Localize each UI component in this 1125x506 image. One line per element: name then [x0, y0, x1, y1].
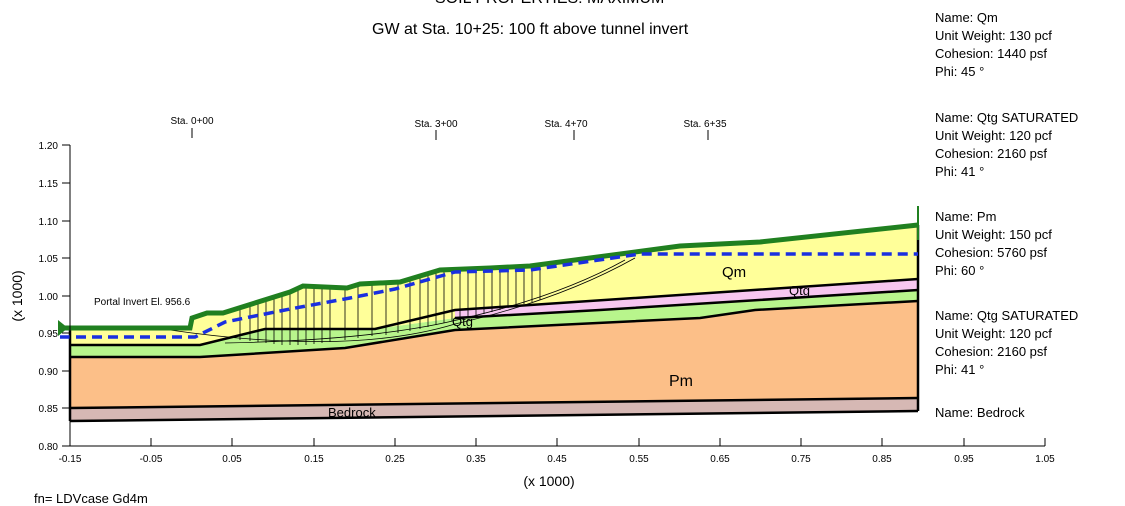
- soil-properties-qtg-saturated: Name: Qtg SATURATED Unit Weight: 120 pcf…: [935, 109, 1078, 181]
- y-tick-label: 0.90: [39, 367, 59, 378]
- filename-label: fn= LDVcase Gd4m: [34, 491, 148, 506]
- x-axis-label: (x 1000): [523, 473, 574, 489]
- x-tick-label: 0.55: [629, 454, 649, 465]
- y-tick-label: 1.05: [39, 254, 59, 265]
- soil-name: Name: Qm: [935, 10, 998, 25]
- station-label: Sta. 4+70: [544, 119, 588, 130]
- layer-label-qtg-lower: Qtg: [452, 314, 473, 329]
- layer-label-pm: Pm: [669, 373, 693, 390]
- y-tick-label: 1.20: [39, 141, 59, 152]
- soil-properties-qm: Name: Qm Unit Weight: 130 pcf Cohesion: …: [935, 9, 1052, 81]
- soil-cohesion: Cohesion: 2160 psf: [935, 344, 1048, 359]
- x-axis: [69, 438, 1046, 447]
- layer-qtg-upper-fill: [455, 279, 918, 318]
- soil-name: Name: Bedrock: [935, 405, 1025, 420]
- layer-label-qm: Qm: [722, 264, 746, 281]
- soil-unit-weight: Unit Weight: 120 pcf: [935, 326, 1052, 341]
- x-tick-label: 0.15: [304, 454, 324, 465]
- portal-invert-label: Portal Invert El. 956.6: [94, 297, 191, 308]
- soil-properties-bedrock: Name: Bedrock: [935, 404, 1025, 422]
- left-boundary-marker: [58, 320, 68, 336]
- y-tick-label: 1.00: [39, 292, 59, 303]
- y-tick-label: 0.85: [39, 404, 59, 415]
- x-tick-label: 0.75: [791, 454, 811, 465]
- y-tick-label: 0.95: [39, 329, 59, 340]
- chart-title: SOIL PROPERTIES: MAXIMUM: [435, 0, 664, 8]
- y-tick-label: 0.80: [39, 442, 59, 453]
- x-tick-label: 0.45: [547, 454, 567, 465]
- station-markers: Sta. 0+00 Sta. 3+00 Sta. 4+70 Sta. 6+35: [170, 116, 727, 140]
- y-tick-label: 1.15: [39, 179, 59, 190]
- soil-name: Name: Qtg SATURATED: [935, 308, 1079, 323]
- x-tick-label: 1.05: [1035, 454, 1055, 465]
- ground-surface-line: [60, 222, 919, 331]
- x-tick-label: -0.15: [59, 454, 82, 465]
- x-tick-label: 0.05: [222, 454, 242, 465]
- station-label: Sta. 3+00: [414, 119, 458, 130]
- groundwater-line: [60, 252, 918, 339]
- layer-bedrock-fill: [70, 398, 918, 421]
- y-tick-label: 1.10: [39, 217, 59, 228]
- soil-phi: Phi: 60 °: [935, 263, 985, 278]
- station-label: Sta. 0+00: [170, 116, 214, 127]
- x-tick-label: 0.85: [872, 454, 892, 465]
- soil-name: Name: Qtg SATURATED: [935, 110, 1079, 125]
- soil-cohesion: Cohesion: 1440 psf: [935, 46, 1048, 61]
- y-axis-label: (x 1000): [9, 270, 25, 321]
- layer-label-qtg-upper: Qtg: [789, 283, 810, 298]
- chart-subtitle: GW at Sta. 10+25: 100 ft above tunnel in…: [372, 21, 689, 38]
- soil-unit-weight: Unit Weight: 120 pcf: [935, 128, 1052, 143]
- soil-cohesion: Cohesion: 5760 psf: [935, 245, 1048, 260]
- soil-name: Name: Pm: [935, 209, 997, 224]
- soil-properties-qtg-saturated-2: Name: Qtg SATURATED Unit Weight: 120 pcf…: [935, 307, 1078, 379]
- soil-unit-weight: Unit Weight: 150 pcf: [935, 227, 1052, 242]
- soil-phi: Phi: 41 °: [935, 164, 985, 179]
- layer-label-bedrock: Bedrock: [328, 405, 376, 420]
- x-tick-label: 0.65: [710, 454, 730, 465]
- x-tick-label: 0.95: [954, 454, 974, 465]
- soil-unit-weight: Unit Weight: 130 pcf: [935, 28, 1052, 43]
- soil-phi: Phi: 41 °: [935, 362, 985, 377]
- x-tick-label: -0.05: [140, 454, 163, 465]
- soil-properties-pm: Name: Pm Unit Weight: 150 pcf Cohesion: …: [935, 208, 1052, 280]
- x-tick-label: 0.25: [385, 454, 405, 465]
- soil-cohesion: Cohesion: 2160 psf: [935, 146, 1048, 161]
- x-tick-label: 0.35: [466, 454, 486, 465]
- soil-phi: Phi: 45 °: [935, 64, 985, 79]
- station-label: Sta. 6+35: [683, 119, 727, 130]
- layer-pm-fill: [70, 301, 918, 408]
- y-axis: [62, 144, 71, 447]
